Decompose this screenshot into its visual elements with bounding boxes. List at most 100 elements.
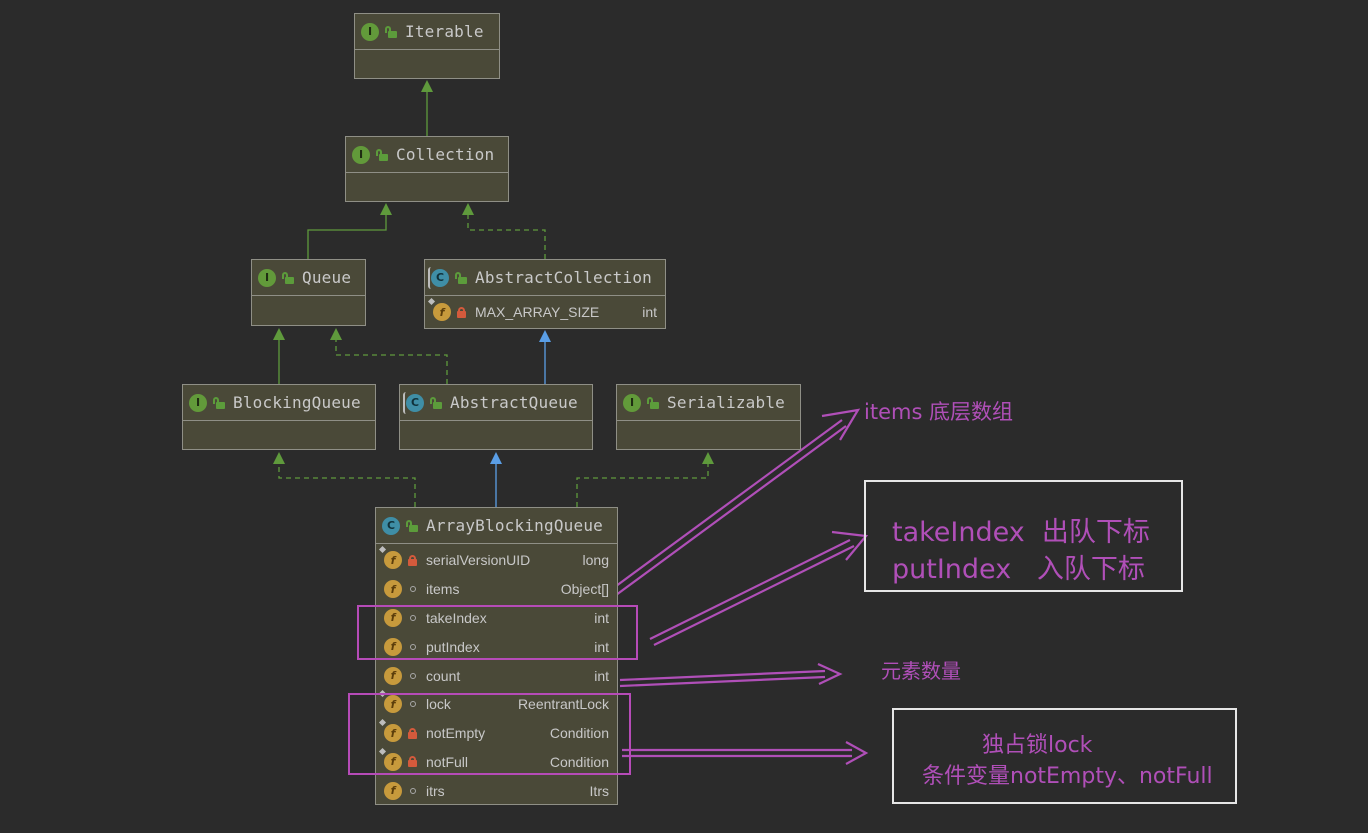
pin-icon bbox=[378, 546, 387, 554]
node-title: Serializable bbox=[667, 393, 785, 412]
field-type: int bbox=[594, 609, 609, 626]
abstract-class-icon: C bbox=[403, 391, 424, 414]
interface-icon: I bbox=[352, 145, 370, 164]
field-icon: f bbox=[384, 781, 402, 800]
interface-icon: I bbox=[189, 393, 207, 412]
index-note-line1: takeIndex 出队下标 bbox=[892, 517, 1150, 548]
unlock-icon bbox=[455, 271, 467, 284]
interface-icon: I bbox=[258, 268, 276, 287]
lock-icon bbox=[408, 756, 417, 768]
unlock-icon bbox=[406, 519, 418, 532]
arrow-count-note bbox=[619, 662, 843, 688]
unlock-icon bbox=[385, 25, 397, 38]
field-name: serialVersionUID bbox=[426, 552, 531, 569]
field-type: Condition bbox=[549, 753, 609, 770]
highlight-lock-fields bbox=[348, 693, 631, 775]
package-dot-icon bbox=[410, 614, 416, 621]
node-title: Iterable bbox=[405, 22, 484, 41]
edge-abstractqueue-queue bbox=[330, 328, 448, 384]
field-row[interactable]: f notEmpty Condition bbox=[376, 719, 617, 748]
field-icon: f bbox=[378, 690, 402, 714]
unlock-icon bbox=[430, 396, 442, 409]
node-abstract-queue[interactable]: C AbstractQueue bbox=[399, 384, 593, 450]
interface-icon: I bbox=[361, 22, 379, 41]
field-row[interactable]: f count int bbox=[376, 661, 617, 690]
field-name: itrs bbox=[426, 782, 445, 799]
arrow-lock-note bbox=[622, 741, 869, 765]
node-title: BlockingQueue bbox=[233, 393, 361, 412]
node-title: Collection bbox=[396, 145, 495, 164]
field-name: lock bbox=[426, 696, 451, 713]
field-icon: f bbox=[384, 666, 402, 685]
lock-note-line1: 独占锁lock bbox=[982, 733, 1093, 758]
node-blocking-queue[interactable]: I BlockingQueue bbox=[182, 384, 376, 450]
interface-icon: I bbox=[623, 393, 641, 412]
field-type: Object[] bbox=[560, 581, 609, 598]
field-row[interactable]: f itrs Itrs bbox=[376, 776, 617, 805]
package-dot-icon bbox=[410, 787, 416, 794]
package-dot-icon bbox=[410, 586, 416, 593]
edge-abstractcollection-collection bbox=[462, 203, 546, 259]
field-row[interactable]: f putIndex int bbox=[376, 632, 617, 661]
field-row[interactable]: f notFull Condition bbox=[376, 747, 617, 777]
edge-abq-abstractqueue bbox=[490, 452, 502, 507]
field-row[interactable]: f MAX_ARRAY_SIZE int bbox=[425, 296, 665, 328]
lock-icon bbox=[408, 727, 417, 739]
field-icon: f bbox=[384, 608, 402, 627]
package-dot-icon bbox=[410, 643, 416, 650]
node-serializable[interactable]: I Serializable bbox=[616, 384, 801, 450]
node-iterable[interactable]: I Iterable bbox=[354, 13, 500, 79]
lock-note-box: 独占锁lock 条件变量notEmpty、notFull bbox=[892, 708, 1237, 804]
lock-note-line2: 条件变量notEmpty、notFull bbox=[922, 764, 1213, 789]
node-title: Queue bbox=[302, 268, 352, 287]
field-icon: f bbox=[378, 546, 402, 570]
edge-blockingqueue-queue bbox=[273, 328, 285, 384]
field-name: notFull bbox=[426, 753, 469, 770]
unlock-icon bbox=[376, 148, 388, 161]
unlock-icon bbox=[213, 396, 225, 409]
lock-icon bbox=[457, 306, 466, 318]
field-name: takeIndex bbox=[426, 609, 487, 626]
field-row[interactable]: f takeIndex int bbox=[376, 604, 617, 633]
edge-collection-iterable bbox=[421, 80, 433, 136]
field-name: putIndex bbox=[426, 638, 480, 655]
field-row[interactable]: f lock ReentrantLock bbox=[376, 690, 617, 719]
node-queue[interactable]: I Queue bbox=[251, 259, 366, 326]
items-note: items 底层数组 bbox=[864, 400, 1014, 424]
node-title: AbstractCollection bbox=[475, 268, 652, 287]
edge-abstractqueue-abstractcollection bbox=[539, 330, 551, 384]
field-name: items bbox=[426, 581, 460, 598]
arrow-index-note bbox=[649, 530, 869, 646]
field-row[interactable]: f serialVersionUID long bbox=[376, 546, 617, 575]
field-name: MAX_ARRAY_SIZE bbox=[475, 304, 600, 320]
edge-abq-serializable bbox=[576, 452, 714, 507]
field-type: int bbox=[594, 667, 609, 684]
field-type: Condition bbox=[549, 725, 609, 742]
node-title: ArrayBlockingQueue bbox=[426, 516, 603, 535]
edge-queue-collection bbox=[307, 203, 392, 259]
field-icon: f bbox=[427, 297, 451, 321]
index-note-line2: putIndex 入队下标 bbox=[892, 554, 1145, 585]
lock-icon bbox=[408, 554, 417, 566]
abstract-class-icon: C bbox=[428, 266, 449, 289]
highlight-index-fields bbox=[357, 605, 638, 660]
field-type: int bbox=[594, 638, 609, 655]
field-type: int bbox=[642, 304, 657, 320]
unlock-icon bbox=[282, 271, 294, 284]
package-dot-icon bbox=[410, 701, 416, 708]
unlock-icon bbox=[647, 396, 659, 409]
field-type: long bbox=[582, 552, 609, 569]
node-array-blocking-queue[interactable]: C ArrayBlockingQueue f serialVersionUID … bbox=[375, 507, 618, 805]
node-abstract-collection[interactable]: C AbstractCollection f MAX_ARRAY_SIZE in… bbox=[424, 259, 666, 329]
field-icon: f bbox=[384, 580, 402, 599]
index-note-box: takeIndex 出队下标 putIndex 入队下标 bbox=[864, 480, 1183, 592]
edge-abq-blockingqueue bbox=[273, 452, 416, 507]
field-icon: f bbox=[378, 719, 402, 743]
node-collection[interactable]: I Collection bbox=[345, 136, 509, 202]
arrow-items-note bbox=[607, 408, 861, 599]
field-row[interactable]: f items Object[] bbox=[376, 575, 617, 604]
field-type: Itrs bbox=[589, 782, 609, 799]
field-name: notEmpty bbox=[426, 725, 486, 742]
field-name: count bbox=[426, 667, 461, 684]
